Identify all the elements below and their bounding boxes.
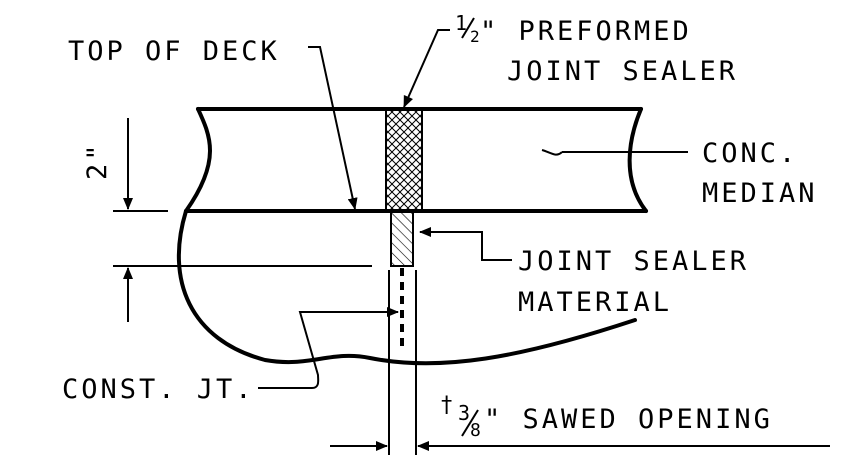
- label-preformed-num: 1: [455, 11, 467, 35]
- leader-top-of-deck: [308, 46, 358, 210]
- label-dimension-2in: 2": [82, 141, 113, 180]
- label-top-of-deck: TOP OF DECK: [68, 36, 280, 67]
- median-left-break: [184, 107, 212, 213]
- label-const-jt: CONST. JT.: [62, 374, 255, 405]
- deck-break-line: [176, 209, 637, 366]
- label-median: MEDIAN: [702, 178, 818, 209]
- leader-preformed: [403, 29, 450, 108]
- fraction-slash-half: [461, 17, 475, 39]
- fraction-slash-threeeighths: [461, 409, 479, 437]
- label-sawed-den: 8: [470, 420, 481, 441]
- joint-sealer-material: [390, 210, 414, 267]
- label-dagger: †: [440, 393, 453, 418]
- label-sawed-num: 3: [458, 401, 470, 425]
- label-preformed-line2: JOINT SEALER: [507, 56, 738, 87]
- median-right-break: [627, 107, 648, 213]
- conc-median-squiggle: [541, 149, 563, 156]
- label-joint-sealer: JOINT SEALER: [518, 246, 749, 277]
- preformed-joint-sealer: [385, 108, 423, 212]
- label-preformed-den: 2: [470, 27, 480, 46]
- label-sawed-opening: " SAWED OPENING: [484, 404, 773, 435]
- label-conc: CONC.: [702, 138, 798, 169]
- label-material: MATERIAL: [518, 287, 672, 318]
- leader-const-jt: [258, 307, 399, 389]
- label-preformed-line1: " PREFORMED: [480, 16, 692, 47]
- leader-joint-sealer-material: [419, 227, 512, 261]
